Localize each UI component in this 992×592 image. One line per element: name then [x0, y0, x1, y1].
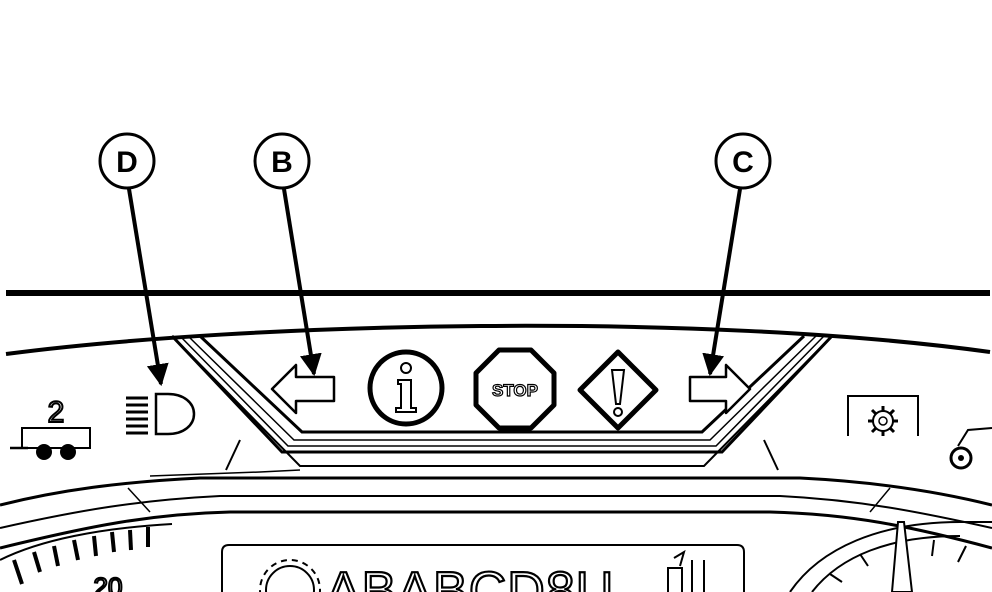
- callout-b: B: [253, 132, 322, 377]
- trailer-number: 2: [48, 396, 65, 429]
- warning-icon: [577, 349, 659, 431]
- trailer-icon: 2: [10, 395, 91, 460]
- tractor-icon: [949, 427, 992, 470]
- callout-c: C: [702, 132, 772, 377]
- stop-label: STOP: [492, 381, 538, 400]
- stop-icon: STOP: [473, 347, 557, 431]
- needle: [890, 521, 914, 592]
- lcd-display: ABABCD8U: [221, 544, 745, 592]
- right-arrow-icon: [688, 363, 752, 415]
- left-dial: 20: [0, 523, 173, 592]
- lcd-text: ABABCD8U: [326, 562, 614, 592]
- lcd-gear-icon: [259, 559, 321, 592]
- callout-b-label: B: [271, 146, 293, 179]
- dashboard-cowl-arc: [5, 323, 991, 356]
- callout-d: D: [98, 132, 169, 387]
- dial-number: 20: [94, 572, 123, 592]
- info-icon: [367, 349, 445, 427]
- gear-icon: [847, 395, 919, 436]
- callout-c-label: C: [732, 146, 754, 179]
- cluster-housing: [0, 476, 992, 550]
- indicator-bezel: [149, 334, 834, 477]
- lcd-bar-icon: [667, 549, 705, 592]
- callout-d-label: D: [116, 146, 138, 179]
- right-dial: [789, 521, 992, 592]
- high-beam-icon: [126, 392, 196, 436]
- left-arrow-icon: [270, 363, 336, 415]
